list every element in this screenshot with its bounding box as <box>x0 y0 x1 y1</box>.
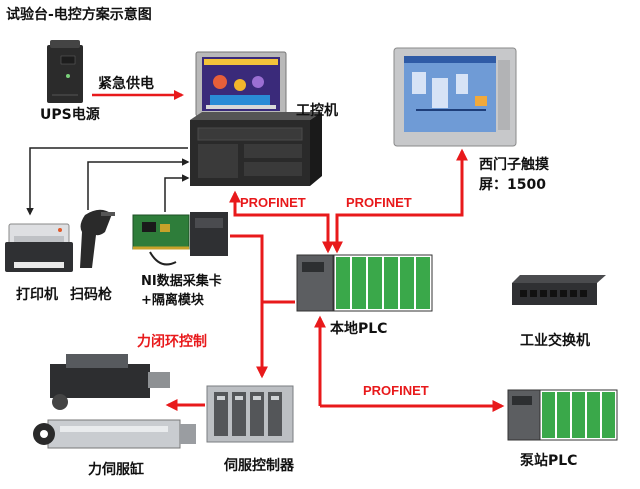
printer-device <box>5 223 73 272</box>
hmi-panel <box>393 47 517 147</box>
local-plc-device <box>296 254 433 312</box>
ni-card-device <box>132 212 228 266</box>
ups-device <box>47 40 83 103</box>
edge-ipc-printer <box>26 147 188 216</box>
ipc-chassis <box>190 112 322 186</box>
label-ni: NI数据采集卡+隔离模块 <box>141 274 222 308</box>
scanner-device <box>80 209 115 268</box>
label-pump-plc: 泵站PLC <box>520 453 578 469</box>
label-emergency-power: 紧急供电 <box>98 76 154 92</box>
ipc-monitor <box>195 51 287 117</box>
label-cylinder: 力伺服缸 <box>88 462 144 478</box>
edge-profinet-hmi <box>335 148 468 250</box>
cylinder-device <box>33 354 196 449</box>
servo-controller-device <box>206 385 294 443</box>
label-scanner: 扫码枪 <box>70 287 112 303</box>
label-profinet-hmi: PROFINET <box>346 195 412 210</box>
label-servo-controller: 伺服控制器 <box>224 458 294 474</box>
edge-ni-plc <box>230 234 295 304</box>
label-ipc: 工控机 <box>296 103 338 119</box>
label-printer: 打印机 <box>16 287 58 303</box>
edge-profinet-ipc <box>229 190 330 250</box>
pump-plc-device <box>507 389 618 441</box>
label-switch: 工业交换机 <box>520 333 590 349</box>
switch-device <box>512 275 606 305</box>
label-profinet-pump: PROFINET <box>363 383 429 398</box>
label-local-plc: 本地PLC <box>330 321 388 337</box>
edge-scanner-ipc <box>87 158 190 210</box>
label-ups: UPS电源 <box>40 107 100 123</box>
diagram-title: 试验台-电控方案示意图 <box>6 7 152 23</box>
label-force-loop: 力闭环控制 <box>137 334 207 350</box>
label-profinet-ipc: PROFINET <box>240 195 306 210</box>
edge-ni-ipc <box>164 174 190 212</box>
label-hmi: 西门子触摸屏：1500 <box>479 157 549 193</box>
